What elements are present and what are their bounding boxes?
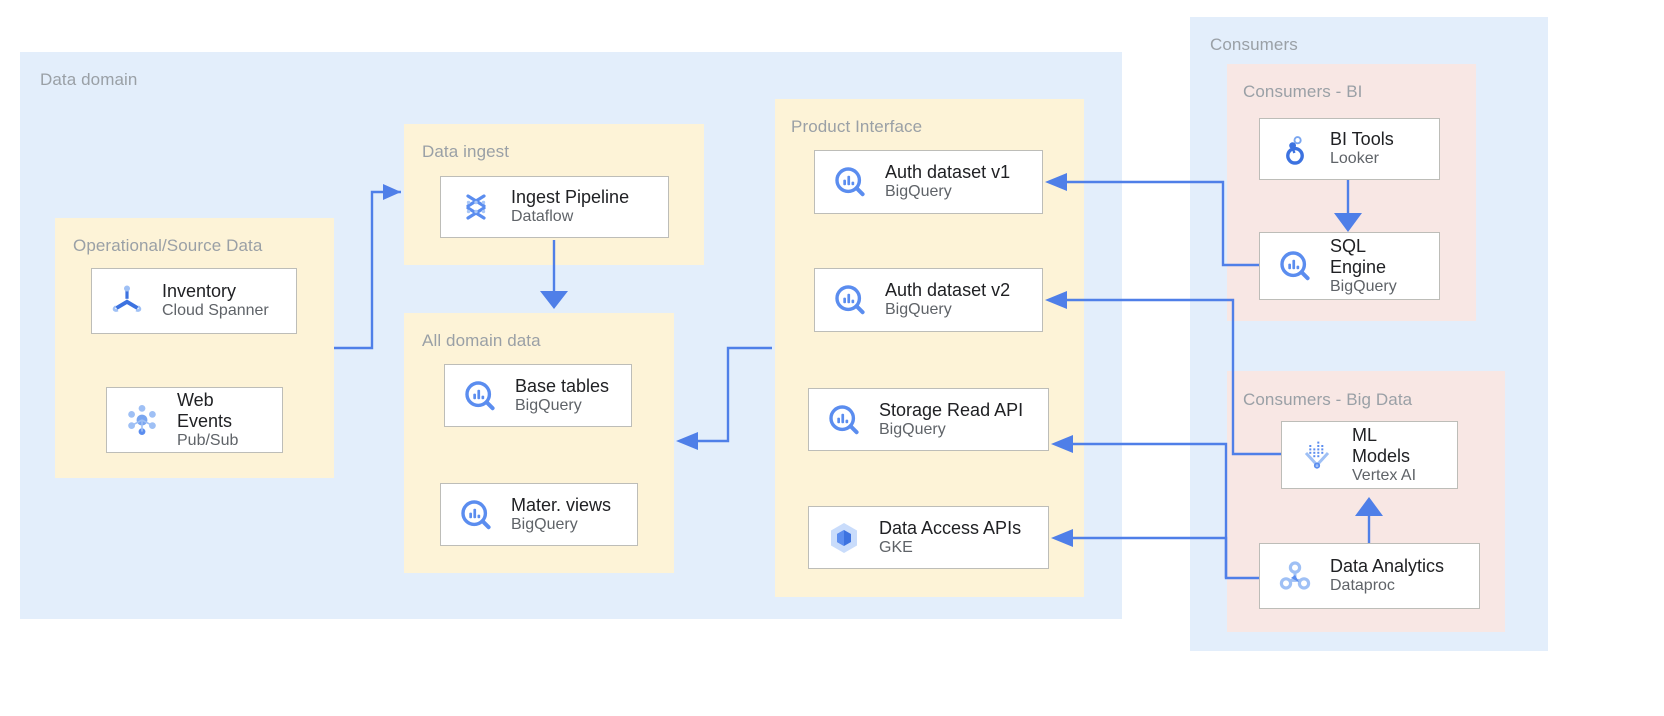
card-ingest-pipeline-sub: Dataflow <box>511 208 574 226</box>
bigquery-icon <box>823 399 865 441</box>
card-data-access-apis-sub: GKE <box>879 538 913 556</box>
card-storage-read-api-title: Storage Read API <box>879 399 1024 420</box>
card-data-access-apis-title: Data Access APIs <box>879 517 1022 538</box>
card-storage-read-api-sub: BigQuery <box>879 420 946 438</box>
card-ingest-pipeline[interactable]: Ingest Pipeline Dataflow <box>440 176 669 238</box>
zone-consumers-label: Consumers <box>1210 35 1298 54</box>
card-bi-tools-title: BI Tools <box>1330 129 1394 150</box>
card-data-analytics-title: Data Analytics <box>1330 556 1445 577</box>
card-web-events[interactable]: Web Events Pub/Sub <box>106 387 283 453</box>
card-mater-views[interactable]: Mater. views BigQuery <box>440 483 638 546</box>
card-auth-dataset-v2[interactable]: Auth dataset v2 BigQuery <box>814 268 1043 332</box>
dataproc-icon <box>1274 555 1316 597</box>
card-mater-views-title: Mater. views <box>511 494 612 515</box>
card-base-tables-sub: BigQuery <box>515 396 582 414</box>
card-auth-dataset-v2-sub: BigQuery <box>885 301 952 319</box>
card-sql-engine[interactable]: SQL Engine BigQuery <box>1259 232 1440 300</box>
zone-consumers-bi-label: Consumers - BI <box>1243 82 1363 101</box>
card-data-analytics[interactable]: Data Analytics Dataproc <box>1259 543 1480 609</box>
card-sql-engine-title: SQL Engine <box>1330 235 1387 277</box>
zone-consumers-big-data-label: Consumers - Big Data <box>1243 390 1413 409</box>
bigquery-icon <box>829 279 871 321</box>
zone-operational-source-label: Operational/Source Data <box>73 236 263 255</box>
card-auth-dataset-v1[interactable]: Auth dataset v1 BigQuery <box>814 150 1043 214</box>
zone-data-domain-label: Data domain <box>40 70 138 89</box>
card-storage-read-api[interactable]: Storage Read API BigQuery <box>808 388 1049 451</box>
card-web-events-sub: Pub/Sub <box>177 431 239 449</box>
pubsub-icon <box>121 399 163 441</box>
vertex-ai-icon <box>1296 434 1338 476</box>
zone-data-ingest-label: Data ingest <box>422 142 510 161</box>
card-sql-engine-sub: BigQuery <box>1330 277 1397 295</box>
card-auth-dataset-v1-title: Auth dataset v1 <box>885 162 1011 183</box>
card-auth-dataset-v2-title: Auth dataset v2 <box>885 280 1011 301</box>
dataflow-icon <box>455 186 497 228</box>
card-ml-models[interactable]: ML Models Vertex AI <box>1281 421 1458 489</box>
card-auth-dataset-v1-sub: BigQuery <box>885 183 952 201</box>
bigquery-icon <box>1274 245 1316 287</box>
card-ml-models-title: ML Models <box>1352 424 1411 466</box>
zone-all-domain-data-label: All domain data <box>422 331 541 350</box>
card-ingest-pipeline-title: Ingest Pipeline <box>511 187 630 208</box>
card-base-tables[interactable]: Base tables BigQuery <box>444 364 632 427</box>
card-inventory-sub: Cloud Spanner <box>162 302 269 320</box>
card-data-analytics-sub: Dataproc <box>1330 577 1395 595</box>
card-inventory[interactable]: Inventory Cloud Spanner <box>91 268 297 334</box>
bigquery-icon <box>455 494 497 536</box>
card-base-tables-title: Base tables <box>515 375 610 396</box>
card-ml-models-sub: Vertex AI <box>1352 466 1417 484</box>
looker-icon <box>1274 128 1316 170</box>
card-bi-tools-sub: Looker <box>1330 150 1379 168</box>
bigquery-icon <box>459 375 501 417</box>
bigquery-icon <box>829 161 871 203</box>
gke-icon <box>823 517 865 559</box>
card-web-events-title: Web Events <box>177 389 233 431</box>
cloud-spanner-icon <box>106 280 148 322</box>
card-data-access-apis[interactable]: Data Access APIs GKE <box>808 506 1049 569</box>
zone-product-interface-label: Product Interface <box>791 117 923 136</box>
card-inventory-title: Inventory <box>162 281 237 302</box>
card-bi-tools[interactable]: BI Tools Looker <box>1259 118 1440 180</box>
card-mater-views-sub: BigQuery <box>511 515 578 533</box>
